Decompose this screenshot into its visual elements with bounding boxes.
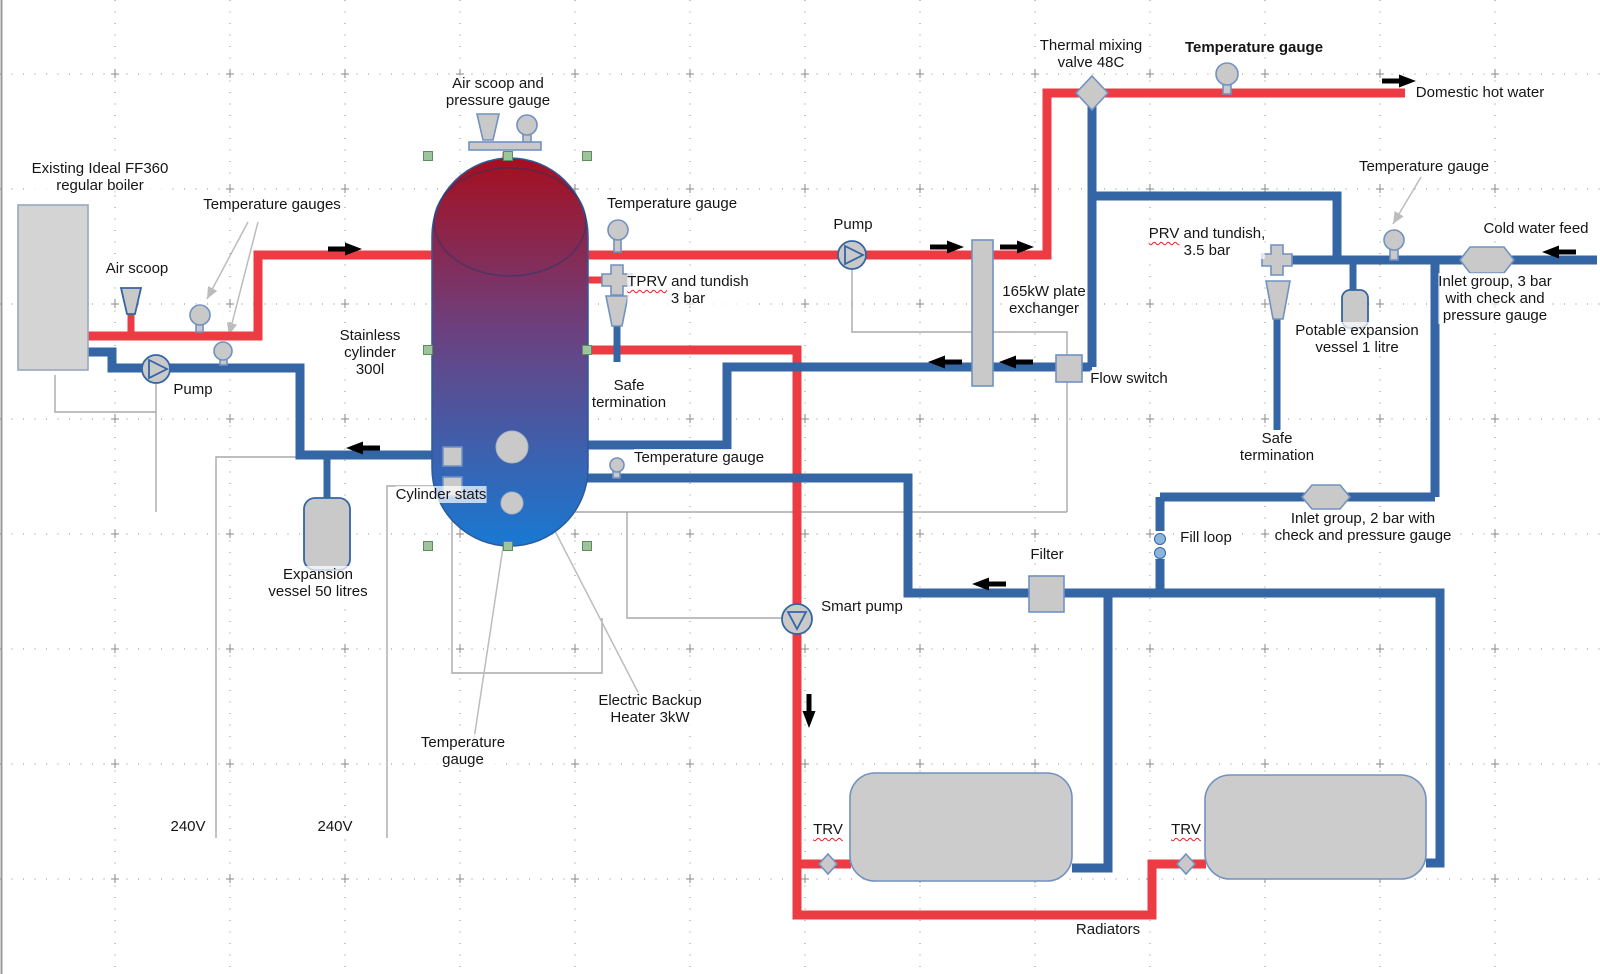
inlet-group-3bar-shape[interactable]	[1458, 246, 1516, 274]
cold-pipe-heating-return[interactable]	[586, 473, 1445, 868]
selection-handle[interactable]	[423, 345, 433, 355]
flow-arrow-down	[802, 694, 816, 728]
wire-stat	[451, 497, 603, 674]
smart-pump-shape[interactable]	[781, 603, 813, 635]
pressure-gauge-icon[interactable]	[516, 114, 538, 136]
temp-gauge-pocket[interactable]	[500, 491, 524, 515]
selection-handle[interactable]	[423, 541, 433, 551]
tprv-tundish[interactable]	[605, 295, 629, 327]
radiator-2[interactable]	[1204, 774, 1427, 880]
selection-handle[interactable]	[423, 151, 433, 161]
plate-exchanger-shape[interactable]	[971, 239, 994, 387]
wire-240v-b	[386, 485, 443, 838]
components[interactable]	[17, 62, 1516, 882]
leader-gauge-cold	[1392, 176, 1422, 225]
filter-shape[interactable]	[1028, 575, 1065, 613]
temp-gauge-icon-cold-feed[interactable]	[1383, 229, 1405, 261]
flow-arrow-right	[1382, 74, 1416, 88]
temp-gauge-icon-cylinder-mid[interactable]	[609, 457, 625, 479]
cold-pipe-exchanger-return[interactable]	[586, 362, 1092, 450]
cylinder-top-ellipse	[433, 167, 587, 277]
leader-gauge-2	[226, 221, 259, 336]
cylinder-airscoop-pressure-gauge[interactable]	[468, 113, 542, 151]
temp-gauge-icon-boiler-flow[interactable]	[189, 304, 211, 333]
leader-gauge-1	[206, 221, 249, 300]
cylinder-stat-2[interactable]	[442, 476, 463, 497]
fill-loop-dot-1[interactable]	[1154, 533, 1166, 545]
trv-2-shape[interactable]	[1175, 852, 1197, 876]
temp-gauge-icon-cylinder-top[interactable]	[607, 219, 629, 253]
air-scoop-funnel[interactable]	[119, 287, 143, 315]
potable-vessel-shape[interactable]	[1341, 289, 1369, 329]
wire-pump-flowswitch	[851, 269, 1068, 356]
expansion-vessel-shape[interactable]	[303, 497, 351, 571]
boiler-shape[interactable]	[17, 204, 89, 371]
prv-valve[interactable]	[1261, 244, 1293, 276]
flow-switch-shape[interactable]	[1055, 354, 1083, 383]
mixing-valve-shape[interactable]	[1074, 74, 1110, 112]
cold-pipe-boiler-return[interactable]	[88, 347, 432, 460]
temp-gauge-icon-dhw[interactable]	[1215, 62, 1239, 95]
selection-handle[interactable]	[582, 541, 592, 551]
hot-pipe-heating-flow[interactable]	[586, 345, 1206, 920]
selection-handle[interactable]	[582, 345, 592, 355]
leader-gauge-lower	[473, 520, 511, 740]
tprv-valve[interactable]	[601, 264, 633, 296]
pump-primary-shape[interactable]	[837, 240, 867, 270]
selection-handle[interactable]	[582, 151, 592, 161]
cylinder-stat-1[interactable]	[442, 446, 463, 467]
wire-smart-pump	[626, 512, 782, 619]
wire-boiler	[54, 375, 156, 413]
temp-gauge-icon-boiler-return[interactable]	[213, 341, 233, 366]
hot-pipe-primary-dhw[interactable]	[586, 88, 1405, 260]
cold-pipe-radiator1-return[interactable]	[1072, 593, 1113, 873]
pressure-funnel[interactable]	[475, 113, 501, 141]
cold-pipe-mixing-feed[interactable]	[1092, 191, 1342, 262]
selection-handle[interactable]	[503, 541, 513, 551]
radiator-1[interactable]	[849, 772, 1073, 882]
fill-loop-dot-2[interactable]	[1154, 547, 1166, 559]
electric-heater-boss[interactable]	[495, 430, 529, 464]
selection-handles[interactable]	[423, 151, 592, 551]
prv-tundish[interactable]	[1265, 280, 1291, 320]
inlet-group-2bar-shape[interactable]	[1300, 484, 1352, 510]
pump-boiler-shape[interactable]	[141, 354, 171, 384]
trv-1-shape[interactable]	[817, 852, 839, 876]
pipes-cold[interactable]	[88, 93, 1597, 873]
selection-handle[interactable]	[503, 151, 513, 161]
